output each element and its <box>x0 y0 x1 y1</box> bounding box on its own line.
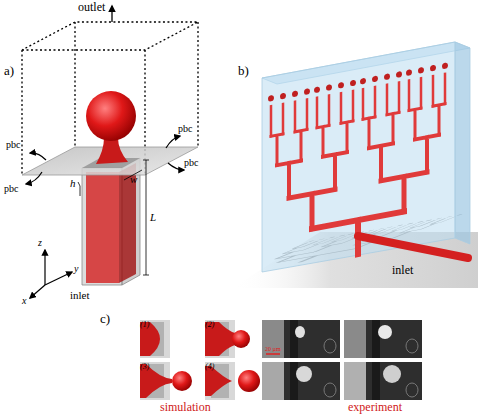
box-vertical-edge <box>22 22 198 175</box>
micrograph-bg <box>262 362 340 400</box>
axis-label: outlet <box>78 1 105 13</box>
channel-frame <box>140 320 170 358</box>
panel-label: b) <box>238 64 249 77</box>
droplet-image <box>383 365 401 383</box>
pbc-arrow <box>26 172 42 184</box>
x-axis <box>30 285 45 298</box>
channel-wall <box>344 362 366 400</box>
channel-edge <box>290 362 298 400</box>
channel-edge <box>372 320 380 358</box>
frame-number: (1) <box>140 321 149 329</box>
scale-label: 20 µm <box>265 346 281 352</box>
panel-caption: experiment <box>348 401 402 413</box>
boundary-label: pbc <box>6 140 20 150</box>
boundary-label: pbc <box>184 158 198 168</box>
micrograph <box>344 320 422 358</box>
channel-frame <box>205 320 235 358</box>
inlet-tube <box>358 236 468 258</box>
boundary-label: pbc <box>4 184 18 194</box>
scale-bar <box>266 353 280 355</box>
pbc-arrow <box>168 163 184 170</box>
z-axis <box>44 250 45 285</box>
fluid-front <box>86 172 119 283</box>
channel-wall <box>262 362 284 400</box>
neighbor-droplet <box>406 383 418 397</box>
frame-number: (4) <box>205 363 214 371</box>
axis-label: x <box>22 296 26 306</box>
fluid-neck <box>96 138 128 164</box>
frame-number: (3) <box>140 363 149 371</box>
channel-wall <box>262 320 284 358</box>
micrograph <box>262 320 340 358</box>
simulation-box <box>22 22 198 175</box>
channel-frame <box>205 362 235 400</box>
droplet-sphere <box>86 91 136 141</box>
micrograph-bg <box>344 320 422 358</box>
outlet-arrow <box>111 6 112 22</box>
sim-frame <box>205 320 250 358</box>
channel-wall <box>344 320 366 358</box>
channel-edge <box>372 362 380 400</box>
outlet-dots <box>268 62 448 102</box>
droplet <box>232 330 250 348</box>
panel-label: c) <box>100 312 110 325</box>
neighbor-droplet <box>406 339 418 353</box>
height-line <box>78 182 80 196</box>
micrograph-bg <box>344 362 422 400</box>
droplet <box>172 371 192 391</box>
pbc-arrow <box>166 136 180 148</box>
pbc-arrows <box>26 136 184 184</box>
inlet-label: inlet <box>70 290 90 301</box>
neighbor-droplet <box>324 339 336 353</box>
box-top-edge <box>22 22 198 50</box>
micrograph <box>262 362 340 400</box>
panel-caption: simulation <box>160 401 211 413</box>
coordinate-axes <box>30 250 72 298</box>
dimension-label: h <box>70 178 76 189</box>
inlet-label: inlet <box>392 264 413 276</box>
sim-frame <box>205 362 260 400</box>
channel-tree <box>271 74 445 270</box>
axis-label: z <box>38 238 42 248</box>
chip-side-face <box>455 42 470 244</box>
droplet <box>238 370 260 392</box>
neighbor-droplet <box>324 383 336 397</box>
boundary-label: pbc <box>178 124 192 134</box>
axis-label: y <box>74 264 78 274</box>
sim-frame <box>140 362 192 400</box>
pbc-arrow <box>30 153 46 160</box>
channel-edge <box>290 320 298 358</box>
fluid-interface <box>140 364 172 398</box>
panel-label: a) <box>4 64 14 77</box>
micrograph <box>344 362 422 400</box>
y-axis <box>45 272 72 285</box>
fluid-interface <box>205 322 235 356</box>
dimension-label: w <box>130 174 137 185</box>
fluid-interface <box>140 322 160 356</box>
dimension-lines <box>78 160 149 275</box>
droplet-image <box>295 326 305 338</box>
droplet-image <box>296 366 312 382</box>
droplet-image <box>378 325 392 339</box>
sim-frame <box>140 320 170 358</box>
length-line <box>143 160 149 275</box>
channel-front-face <box>82 168 122 285</box>
frame-number: (2) <box>205 321 214 329</box>
micrograph-bg <box>262 320 340 358</box>
dimension-label: L <box>150 212 156 223</box>
